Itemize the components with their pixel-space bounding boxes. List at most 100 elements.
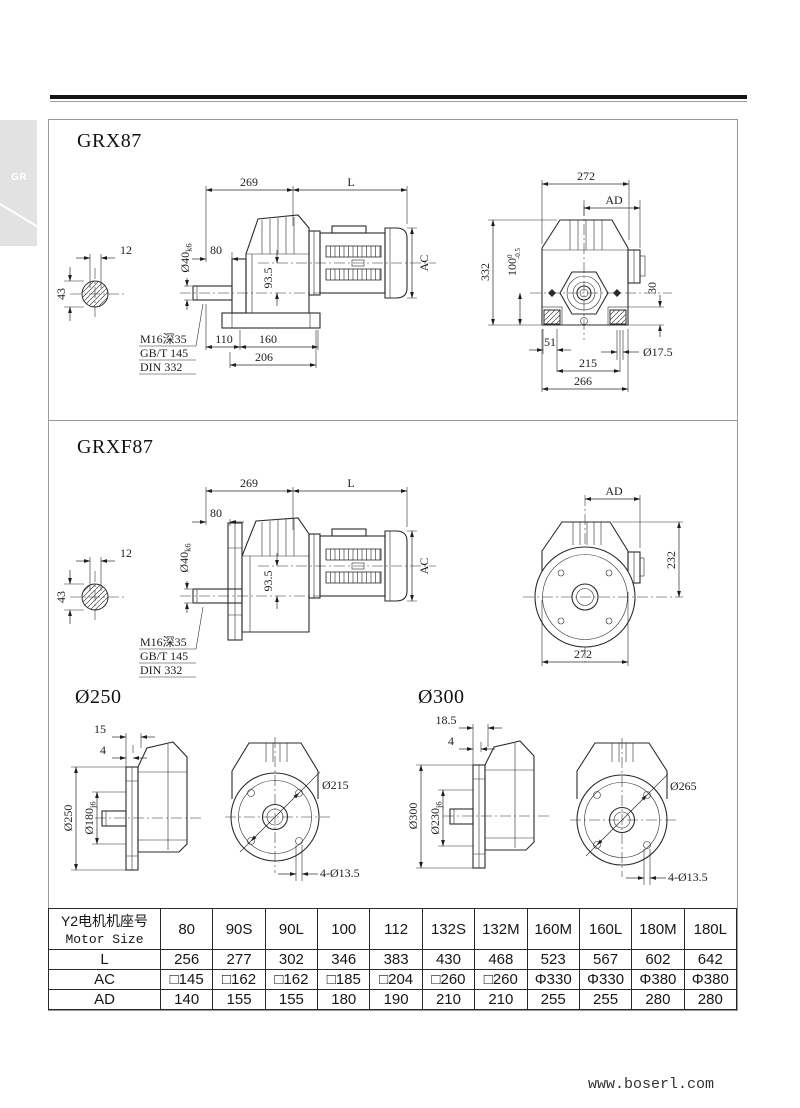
grx87-drawing: GRX87 12 43 269 L 80 Ø40k6 93.5 AC 110 1 [54,130,673,392]
dim-label: 93.5 [261,268,275,289]
table-cell: 523 [526,949,580,970]
dim-label: Ø300 [406,803,420,830]
dim-label: 272 [574,647,592,661]
col-header: 90S [212,908,266,950]
col-header: 132S [421,908,476,950]
dim-label: 1000-0.5 [505,247,522,276]
table-cell: Φ330 [578,969,633,990]
dim-label: AD [605,484,623,498]
col-header: 132M [474,908,528,950]
dim-label: 93.5 [261,571,275,592]
shaft-section-view [81,280,109,308]
dim-label: 332 [478,263,492,281]
table-cell: 140 [159,989,214,1010]
row-label: AD [48,989,161,1010]
table-cell: □145 [159,969,214,990]
header-en: Motor Size [65,932,144,947]
dim-label: 4-Ø13.5 [668,870,708,884]
table-cell: 602 [631,949,685,970]
grxf87-drawing: GRXF87 12 43 269 L 80 Ø40k6 93.5 AC M16深… [54,436,683,678]
dim-label: 15 [94,722,106,736]
content-frame [48,119,738,1011]
thread-note: M16深35 [140,332,187,346]
dim-label: Ø230j6 [428,801,444,834]
dim-label: 266 [574,374,592,388]
table-cell: 256 [159,949,214,970]
dim-label: 43 [54,591,68,603]
table-cell: 155 [212,989,266,1010]
tab-divider-line [0,201,37,233]
table-cell: 468 [474,949,528,970]
section-index-tab: GR [0,120,37,246]
section-title: GRXF87 [77,436,153,458]
dim-label: AD [605,193,623,207]
flange-drawings: Ø250 Ø300 15 4 Ø250 Ø180j6 Ø215 4-Ø13.5 … [61,686,708,885]
thread-note: GB/T 145 [140,649,188,663]
dim-label: 269 [240,175,258,189]
thread-note: DIN 332 [140,360,182,374]
table-row-L: L 256 277 302 346 383 430 468 523 567 60… [48,949,738,970]
dim-label: AC [417,255,431,272]
col-header: 180L [683,908,738,950]
table-cell: 280 [631,989,685,1010]
table-row-AC: AC □145 □162 □162 □185 □204 □260 □260 Φ3… [48,969,738,990]
table-cell: □162 [212,969,266,990]
header-rule-thin [50,101,747,102]
table-cell: 210 [474,989,528,1010]
table-cell: 277 [212,949,266,970]
col-header: 112 [369,908,423,950]
motor-size-table: Y2电机机座号 Motor Size 80 90S 90L 100 112 13… [48,908,738,1010]
dim-label: Ø180j6 [82,801,98,834]
dim-label: Ø265 [670,779,697,793]
thread-note: GB/T 145 [140,346,188,360]
dim-label: 51 [544,335,556,349]
dim-label: AC [417,558,431,575]
table-row-AD: AD 140 155 155 180 190 210 210 255 255 2… [48,989,738,1010]
header-rule-thick [50,95,747,99]
table-cell: 255 [526,989,580,1010]
table-cell: 280 [683,989,738,1010]
table-cell: Φ380 [631,969,685,990]
col-header: 100 [317,908,371,950]
table-cell: 346 [317,949,371,970]
flange-title: Ø300 [418,686,464,708]
table-cell: 180 [317,989,371,1010]
dim-label: 12 [120,243,132,257]
table-cell: 190 [369,989,423,1010]
dim-label: Ø250 [61,805,75,832]
table-cell: □204 [369,969,423,990]
col-header: 160L [578,908,633,950]
table-cell: Φ330 [526,969,580,990]
col-header: 180M [631,908,685,950]
dim-label: 4-Ø13.5 [320,866,360,880]
tab-label: GR [11,172,27,183]
table-cell: 210 [421,989,476,1010]
thread-note: DIN 332 [140,663,182,677]
table-cell: 642 [683,949,738,970]
table-header-row: Y2电机机座号 Motor Size 80 90S 90L 100 112 13… [48,908,738,950]
header-cn: Y2电机机座号 [60,913,149,929]
section-title: GRX87 [77,130,142,152]
dim-label: 12 [120,546,132,560]
dim-label: 4 [100,743,106,757]
dim-label: Ø40k6 [177,543,193,572]
shaft-section-view [81,583,109,611]
table-cell: 302 [264,949,319,970]
dim-label: 206 [255,350,273,364]
dim-label: 30 [645,282,659,294]
dim-label: 269 [240,476,258,490]
dim-label: 4 [448,734,454,748]
col-header: 160M [526,908,580,950]
dim-label: 232 [664,551,678,569]
dim-label: L [347,476,354,490]
footer-website: www.boserl.com [588,1076,715,1093]
dim-label: 215 [579,356,597,370]
dim-label: 80 [210,243,222,257]
dim-label: Ø215 [322,778,349,792]
dim-label: 272 [577,169,595,183]
table-cell: 255 [578,989,633,1010]
col-header: 80 [159,908,214,950]
table-cell: 567 [578,949,633,970]
table-cell: 155 [264,989,319,1010]
